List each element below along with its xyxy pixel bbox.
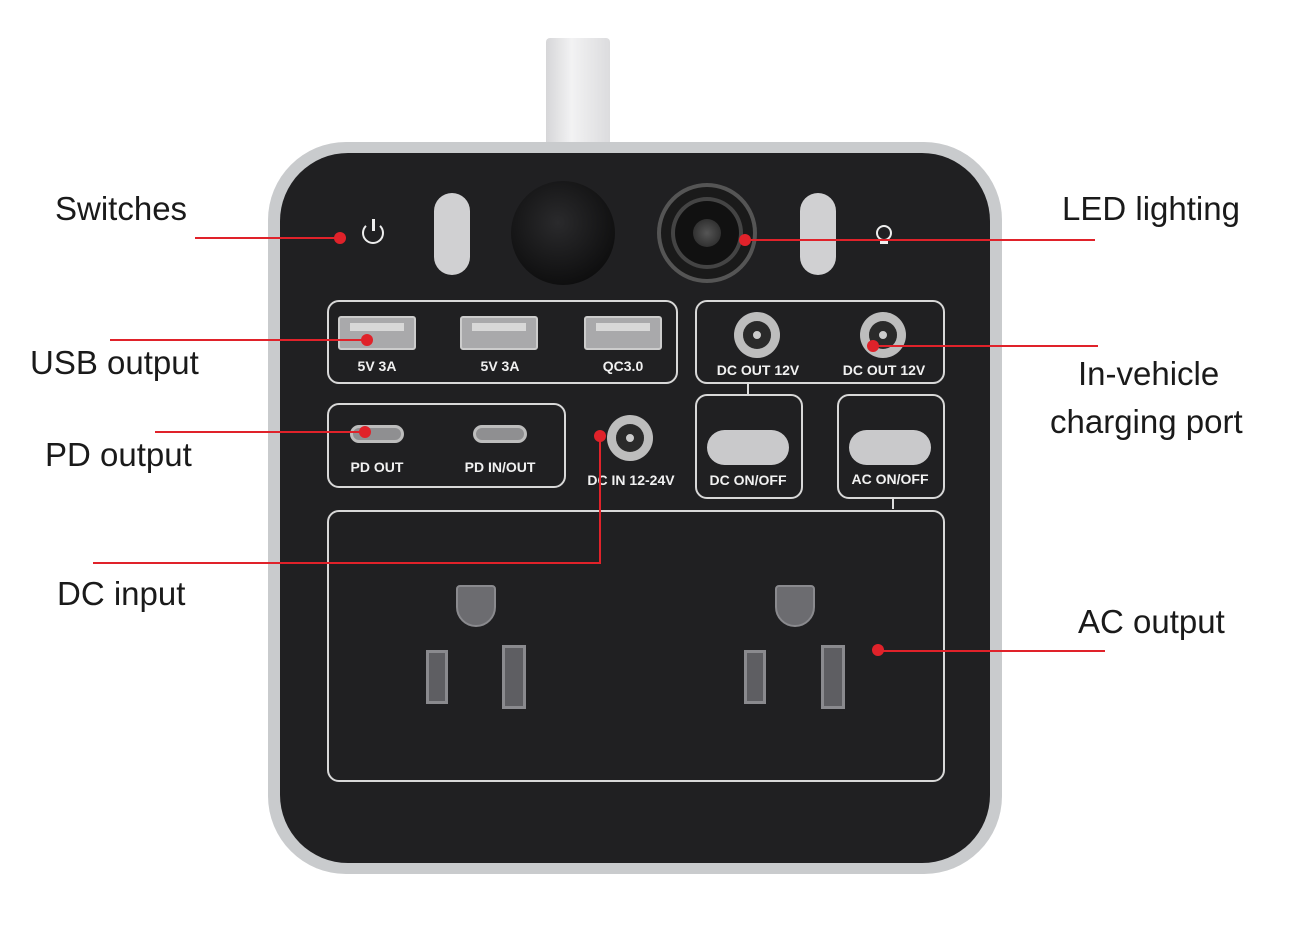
callout-line-vehicle <box>873 345 1098 347</box>
callout-dot-pd <box>359 426 371 438</box>
connector-line <box>892 497 894 509</box>
dc-switch-label: DC ON/OFF <box>709 472 787 488</box>
label-ac-output: AC output <box>1078 603 1225 640</box>
light-switch[interactable] <box>800 193 836 275</box>
callout-dot-ac <box>872 644 884 656</box>
callout-line-dc-input <box>93 562 601 564</box>
callout-line-led <box>745 239 1095 241</box>
bulb-icon-base <box>880 240 888 244</box>
dc-output-group <box>695 300 945 384</box>
usb-c-port-2[interactable] <box>473 425 527 443</box>
connector-line <box>747 382 749 394</box>
dc-out-label-2: DC OUT 12V <box>842 362 926 378</box>
label-in-vehicle-2: charging port <box>1050 403 1243 440</box>
label-pd-output: PD output <box>45 436 192 473</box>
label-usb-output: USB output <box>30 344 199 381</box>
dc-on-off-button[interactable] <box>707 430 789 465</box>
callout-dot-usb <box>361 334 373 346</box>
ac-switch-label: AC ON/OFF <box>851 471 929 487</box>
label-led-lighting: LED lighting <box>1062 190 1240 227</box>
led-lens <box>693 219 721 247</box>
usb-port-2[interactable] <box>460 316 538 350</box>
callout-line-dc-input-vertical <box>599 436 601 564</box>
usb-port-qc[interactable] <box>584 316 662 350</box>
usb-c-port-1[interactable] <box>350 425 404 443</box>
callout-line-ac <box>878 650 1105 652</box>
ac-on-off-button[interactable] <box>849 430 931 465</box>
neutral-slot <box>744 650 766 704</box>
power-switch[interactable] <box>434 193 470 275</box>
pd-label-2: PD IN/OUT <box>464 459 536 475</box>
dc-in-label: DC IN 12-24V <box>587 472 675 488</box>
callout-dot-dc-input <box>594 430 606 442</box>
callout-dot-vehicle <box>867 340 879 352</box>
neutral-slot <box>426 650 448 704</box>
label-switches: Switches <box>55 190 188 227</box>
label-dc-input: DC input <box>57 575 186 612</box>
callout-line-switches <box>195 237 340 239</box>
dc-out-label-1: DC OUT 12V <box>716 362 800 378</box>
callout-dot-led <box>739 234 751 246</box>
power-icon-stem <box>372 219 375 231</box>
display-screen <box>511 181 615 285</box>
dc-in-jack[interactable] <box>607 415 653 461</box>
callout-line-pd <box>155 431 365 433</box>
ac-output-group <box>327 510 945 782</box>
power-icon <box>362 222 384 244</box>
ground-hole <box>456 585 496 627</box>
pd-label-1: PD OUT <box>350 459 404 475</box>
usb-output-group <box>327 300 678 384</box>
dc-switch-group <box>695 394 803 499</box>
ac-switch-group <box>837 394 945 499</box>
callout-line-usb <box>110 339 367 341</box>
pd-output-group <box>327 403 566 488</box>
hot-slot <box>502 645 526 709</box>
usb-label-2: 5V 3A <box>480 358 520 374</box>
dc-out-jack-2[interactable] <box>860 312 906 358</box>
label-in-vehicle-1: In-vehicle <box>1078 355 1220 392</box>
usb-label-3: QC3.0 <box>602 358 644 374</box>
ground-hole <box>775 585 815 627</box>
power-station-panel <box>280 153 990 863</box>
usb-port-1[interactable] <box>338 316 416 350</box>
dc-out-jack-1[interactable] <box>734 312 780 358</box>
carry-handle <box>546 38 610 153</box>
hot-slot <box>821 645 845 709</box>
usb-label-1: 5V 3A <box>357 358 397 374</box>
callout-dot-switches <box>334 232 346 244</box>
